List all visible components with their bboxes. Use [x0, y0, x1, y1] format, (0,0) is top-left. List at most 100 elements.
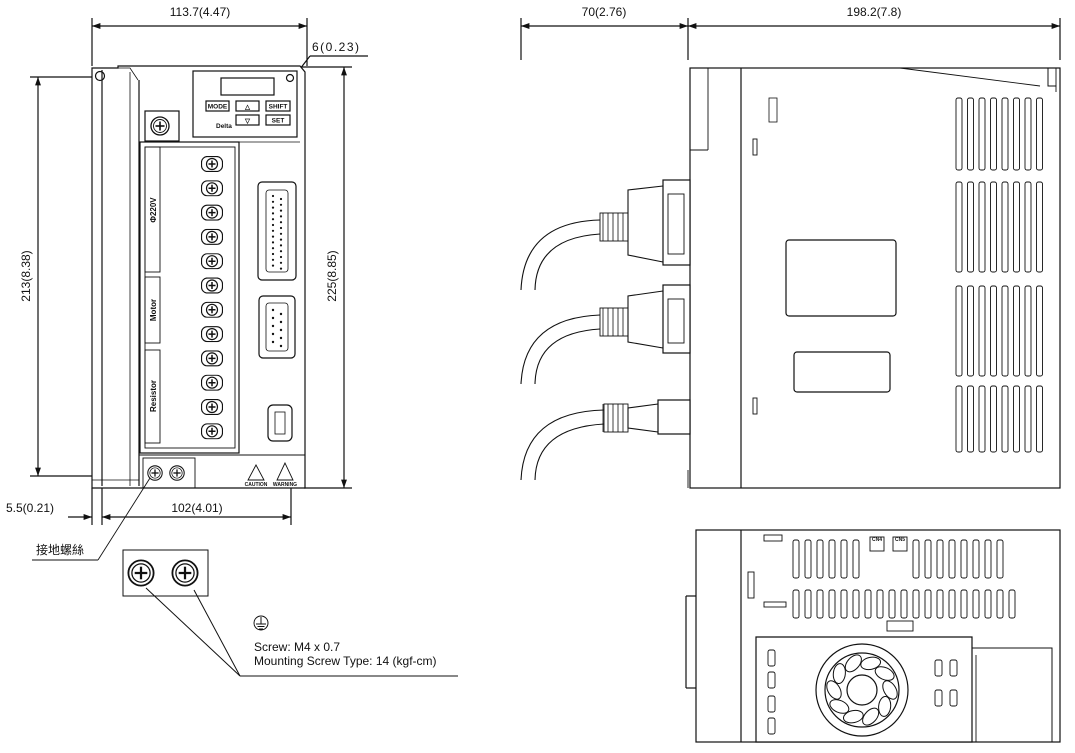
vent-slot: [1001, 97, 1009, 171]
vent-slot: [967, 181, 974, 273]
terminal-screw: [201, 423, 223, 440]
vent-slot: [955, 385, 963, 453]
connector-pins: [271, 194, 283, 348]
side-label-large: [785, 239, 897, 317]
ground-screw-callout: 接地螺絲: [36, 542, 84, 557]
vent-slot: [990, 285, 997, 377]
terminal-screw: [201, 350, 223, 367]
vent-slot: [967, 285, 974, 377]
down-key-label: ▽: [244, 118, 251, 125]
dim-top-offset: 6(0.23): [312, 40, 361, 54]
side-vents: [955, 97, 1043, 453]
terminal-screw: [201, 399, 223, 415]
mode-key: [205, 100, 230, 112]
terminal-label-power: Φ220V: [149, 197, 158, 223]
up-key: [235, 100, 260, 112]
vent-slot: [1024, 285, 1032, 377]
side-connector-cn3: [657, 399, 691, 435]
terminal-label-motor: Motor: [149, 299, 158, 321]
terminal-screw: [201, 277, 223, 294]
cable-2: [520, 314, 601, 385]
ground-screw-right: [169, 465, 185, 481]
vent-slot: [1001, 181, 1009, 273]
dim-mount-width: 102(4.01): [171, 501, 222, 515]
terminal-screw: [201, 228, 223, 245]
vent-slot: [978, 285, 986, 377]
terminal-screw: [201, 180, 223, 197]
side-label-small: [793, 351, 891, 393]
vent-slot: [1013, 385, 1020, 453]
vent-slot: [1013, 285, 1020, 377]
vent-slot: [1024, 97, 1032, 171]
dim-width-overall: 113.7(4.47): [170, 5, 231, 19]
bottom-vents: [767, 539, 1016, 735]
vent-slot: [955, 97, 963, 171]
terminal-screw: [201, 204, 223, 221]
dim-overall-height: 225(8.85): [325, 250, 339, 301]
caution-label: CAUTION: [245, 482, 268, 488]
vent-slot: [978, 385, 986, 453]
down-key: [235, 114, 260, 126]
vent-slot: [1036, 181, 1043, 273]
vent-slot: [990, 97, 997, 171]
vent-slot: [1024, 181, 1032, 273]
terminal-label-resistor: Resistor: [149, 380, 158, 412]
vent-slot: [1001, 285, 1009, 377]
side-connector-cn2: [662, 284, 691, 354]
cable-1: [520, 219, 601, 291]
side-connector-cn1: [662, 179, 691, 266]
mode-key-label: MODE: [208, 104, 228, 111]
cable-3: [520, 409, 605, 481]
cn2-connector: [258, 295, 296, 359]
vent-slot: [955, 285, 963, 377]
vent-slot: [978, 97, 986, 171]
vent-slot: [978, 181, 986, 273]
terminal-screw: [201, 253, 223, 270]
cn5-label: CN5: [895, 537, 905, 543]
screw-spec: Screw: M4 x 0.7: [254, 640, 340, 654]
detail-screw-left: [127, 559, 155, 587]
set-key: [265, 114, 291, 126]
vent-slot: [990, 385, 997, 453]
cable-ribs: [602, 213, 624, 432]
terminal-block: [139, 141, 240, 454]
vent-slot: [955, 181, 963, 273]
terminal-screw: [201, 301, 223, 318]
vent-slot: [967, 385, 974, 453]
vent-slot: [1001, 385, 1009, 453]
dim-mount-height: 213(8.38): [19, 250, 33, 301]
vent-slot: [1036, 385, 1043, 453]
shift-key-label: SHIFT: [269, 104, 288, 111]
ground-screw-left: [147, 465, 163, 481]
cn4-label: CN4: [872, 537, 882, 543]
detail-screw-right: [171, 559, 199, 587]
front-view: [30, 18, 368, 561]
torque-spec: Mounting Screw Type: 14 (kgf-cm): [254, 654, 437, 668]
vent-slot: [1036, 285, 1043, 377]
vent-slot: [1013, 97, 1020, 171]
cn3-connector: [267, 404, 293, 442]
display-window: [220, 77, 275, 96]
cn1-connector: [257, 181, 297, 281]
vent-slot: [1024, 385, 1032, 453]
terminal-screw: [201, 374, 223, 391]
drive-body-side: [689, 67, 1061, 489]
brand-logo-text: Delta: [216, 123, 232, 130]
vent-slot: [1036, 97, 1043, 171]
warning-label: WARNING: [273, 482, 297, 488]
dim-connector-depth: 70(2.76): [582, 5, 627, 19]
terminal-screw: [201, 326, 223, 343]
terminal-screw: [201, 156, 223, 172]
side-view: [520, 18, 1061, 489]
set-key-label: SET: [272, 118, 285, 125]
dim-side-offset: 5.5(0.21): [6, 501, 54, 515]
up-key-label: △: [244, 104, 251, 111]
bottom-view: [685, 529, 1061, 743]
dim-body-depth: 198.2(7.8): [847, 5, 902, 19]
vent-slot: [990, 181, 997, 273]
shift-key: [265, 100, 291, 112]
vent-slot: [1013, 181, 1020, 273]
vent-slot: [967, 97, 974, 171]
fan-blades: [826, 654, 898, 726]
